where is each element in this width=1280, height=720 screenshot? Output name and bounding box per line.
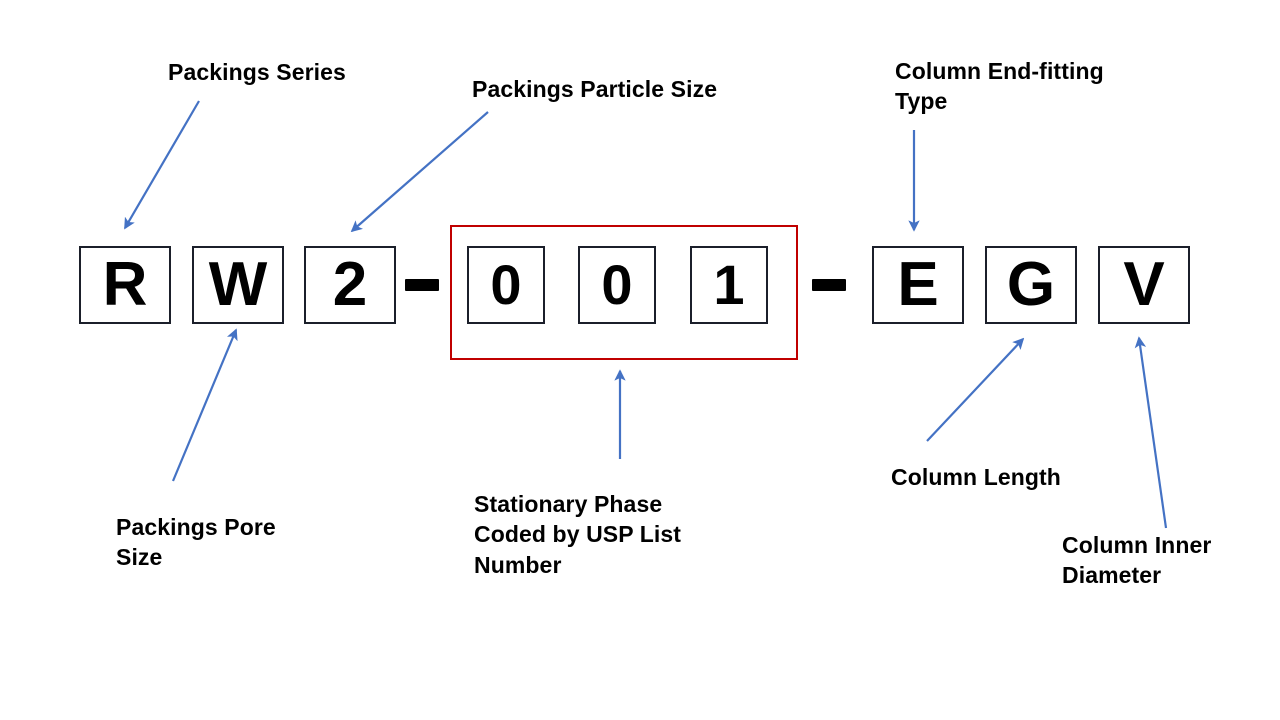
arrow-column-length <box>926 337 1025 442</box>
arrow-packings-particle-size <box>350 111 489 233</box>
label-column-end-fitting-type: Column End-fitting Type <box>895 58 1104 115</box>
arrow-column-inner-diameter <box>1134 336 1168 529</box>
arrow-packings-series <box>124 100 200 230</box>
code-box-column-length[interactable]: G <box>985 246 1077 324</box>
separator-dash-2 <box>812 279 846 291</box>
code-box-packings-particle-size[interactable]: 2 <box>304 246 396 324</box>
code-box-packings-pore-size[interactable]: W <box>192 246 284 324</box>
label-packings-particle-size: Packings Particle Size <box>472 76 718 102</box>
code-box-column-inner-diameter[interactable]: V <box>1098 246 1190 324</box>
usp-list-number-highlight <box>450 225 798 360</box>
label-packings-series: Packings Series <box>168 59 346 85</box>
code-box-usp-digit-1[interactable]: 0 <box>467 246 545 324</box>
label-column-length: Column Length <box>891 464 1061 490</box>
arrow-packings-pore-size <box>171 328 238 482</box>
code-box-packings-series[interactable]: R <box>79 246 171 324</box>
code-box-usp-digit-2[interactable]: 0 <box>578 246 656 324</box>
separator-dash-1 <box>405 279 439 291</box>
label-stationary-phase-usp: Stationary Phase Coded by USP List Numbe… <box>474 491 682 578</box>
code-box-usp-digit-3[interactable]: 1 <box>690 246 768 324</box>
label-packings-pore-size: Packings Pore Size <box>116 514 276 571</box>
label-column-inner-diameter: Column Inner Diameter <box>1062 532 1212 589</box>
code-box-column-end-fitting-type[interactable]: E <box>872 246 964 324</box>
